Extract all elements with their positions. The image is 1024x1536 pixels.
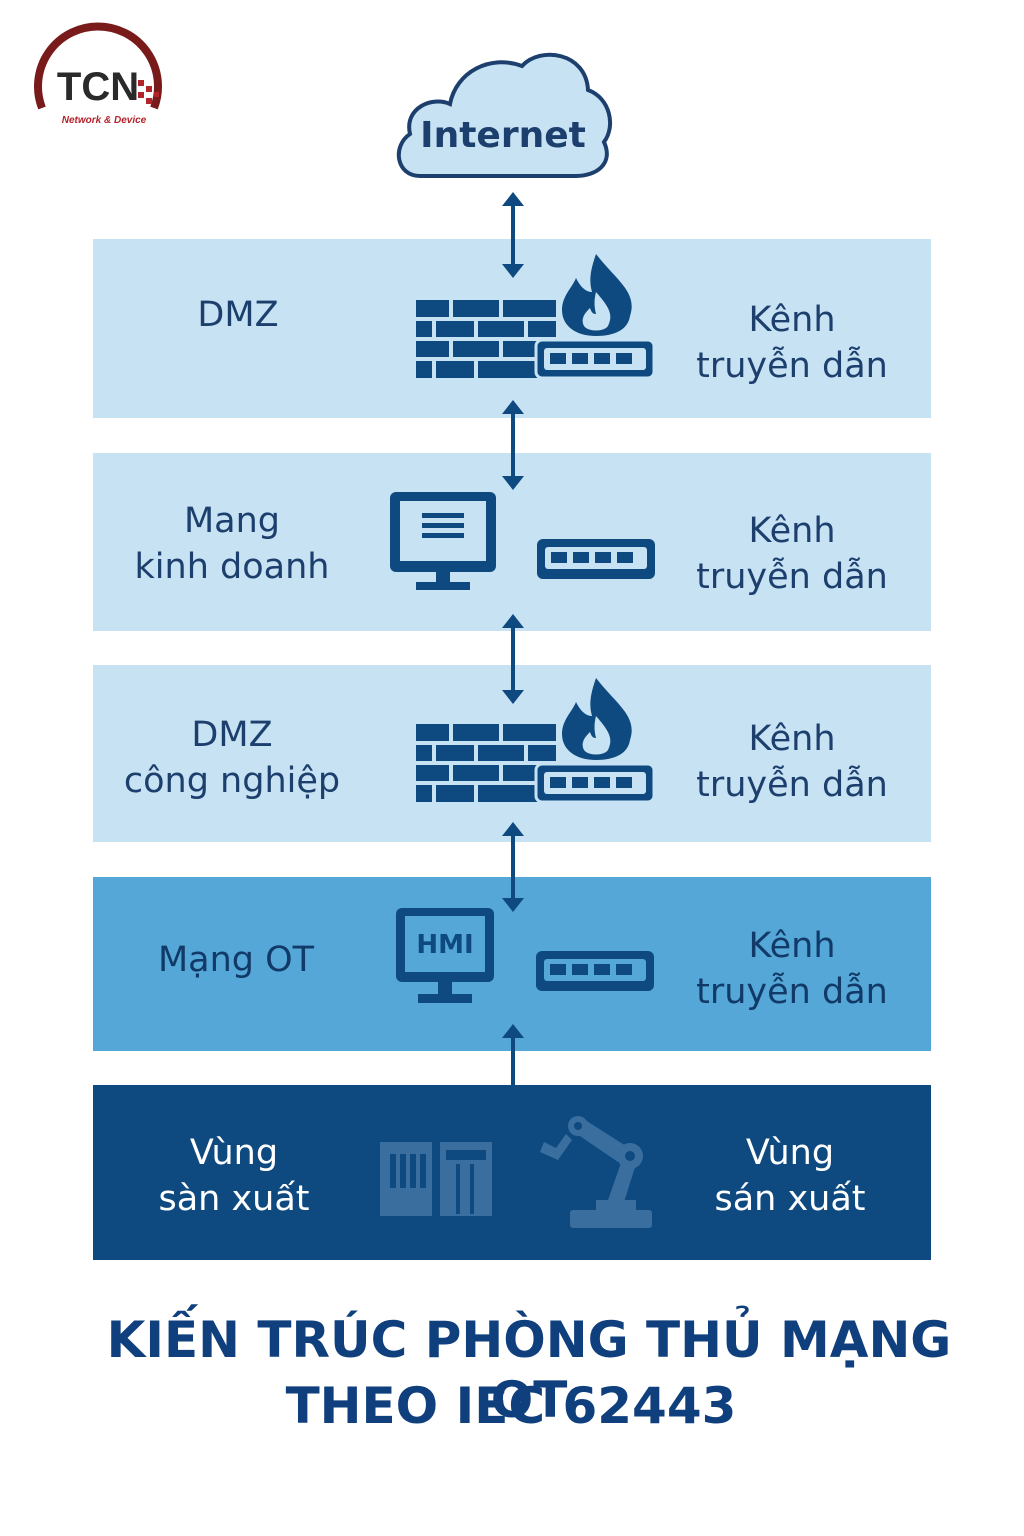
internet-label: Internet: [420, 115, 586, 156]
computer-monitor-icon: [388, 490, 498, 598]
diagram-title: KIẾN TRÚC PHÒNG THỦ MẠNG OT: [106, 1311, 952, 1429]
plc-rack-icon: [380, 1140, 492, 1222]
logo-subtitle: Network & Device: [61, 115, 147, 126]
layer-production-zone: [93, 1085, 931, 1260]
firewall-icon: [416, 676, 656, 810]
hmi-monitor-icon: HMI: [394, 906, 496, 1012]
internet-cloud-icon: [390, 42, 616, 180]
network-switch-icon: [536, 538, 656, 584]
layer-dmz-label: DMZ: [197, 295, 279, 335]
bidirectional-arrow-icon: [502, 1024, 524, 1114]
logo-arc-icon: TCN: [34, 22, 162, 110]
network-switch-icon: [535, 950, 655, 996]
hmi-label: HMI: [416, 930, 473, 960]
diagram-subtitle: THEO IEC 62443: [285, 1377, 737, 1435]
tcn-logo: TCN Network & Device: [30, 20, 170, 135]
firewall-icon: [416, 252, 656, 386]
bidirectional-arrow-icon: [502, 822, 524, 912]
layer-ot-label: Mạng OT: [157, 940, 315, 980]
logo-text: TCN: [57, 65, 139, 109]
bidirectional-arrow-icon: [502, 192, 524, 278]
robot-arm-icon: [526, 1106, 658, 1234]
bidirectional-arrow-icon: [502, 400, 524, 490]
bidirectional-arrow-icon: [502, 614, 524, 704]
